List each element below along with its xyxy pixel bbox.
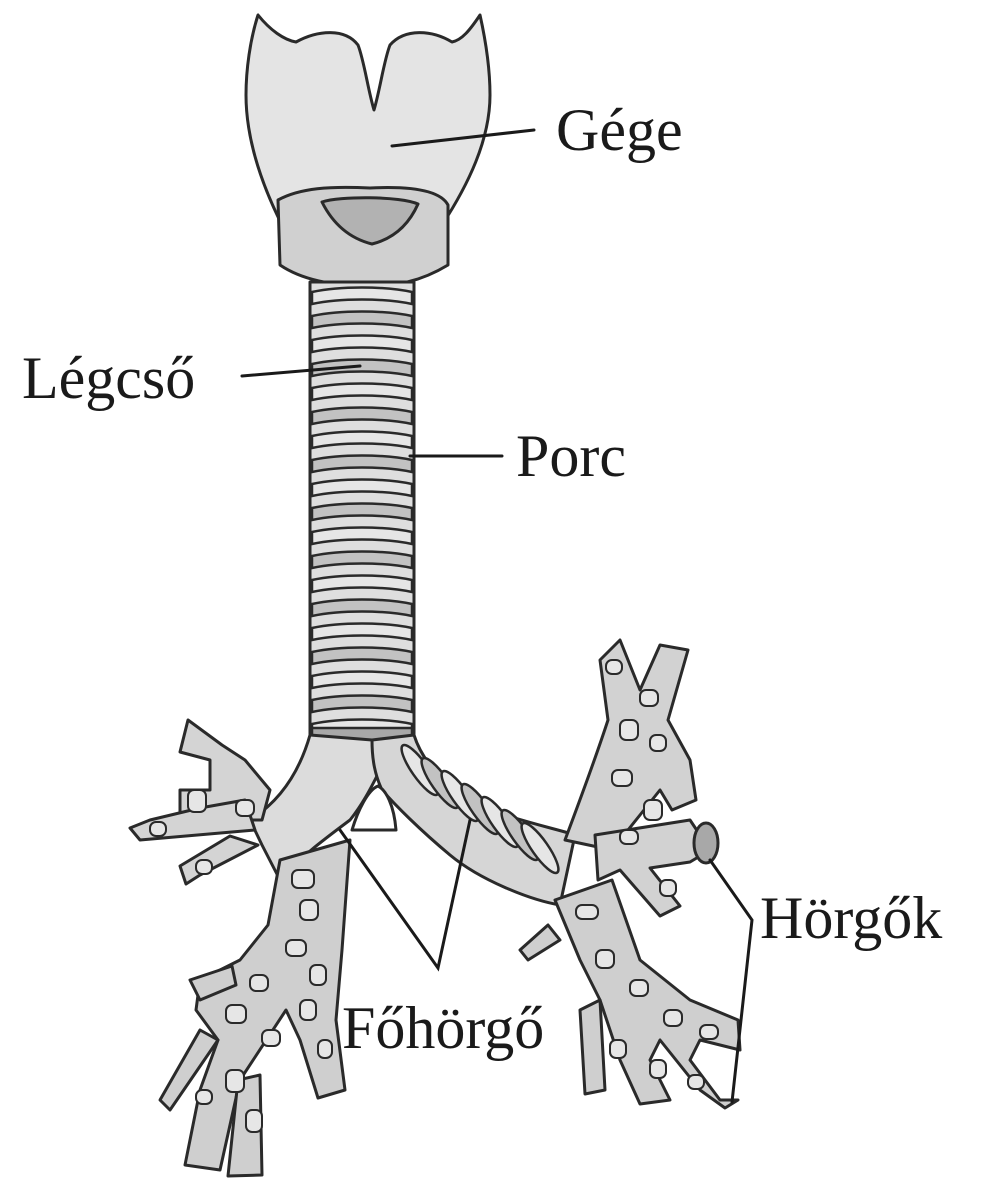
cartilage-plate [300, 1000, 316, 1020]
cartilage-plate [612, 770, 632, 786]
cartilage-plate [246, 1110, 262, 1132]
right-stub-branch [520, 925, 560, 960]
cartilage-plate [576, 905, 598, 919]
larynx [246, 15, 534, 286]
cartilage-plate [310, 965, 326, 985]
cartilage-plate [650, 1060, 666, 1078]
cartilage-plate [262, 1030, 280, 1046]
cartilage-plate [188, 790, 206, 812]
cartilage-plate [650, 735, 666, 751]
cartilage-plate [236, 800, 254, 816]
cartilage-plate [664, 1010, 682, 1026]
cartilage-plate [610, 1040, 626, 1058]
left-lower-trunk [185, 840, 350, 1170]
cartilage-plate [286, 940, 306, 956]
cartilage-plate [620, 830, 638, 844]
label-larynx: Gége [556, 97, 683, 163]
label-cartilage: Porc [516, 423, 626, 489]
cartilage-plate [620, 720, 638, 740]
cartilage-plate [150, 822, 166, 836]
cartilage-plate [660, 880, 676, 896]
label-bronchi: Hörgők [760, 885, 942, 951]
label-trachea: Légcső [22, 345, 195, 411]
cartilage-plate [700, 1025, 718, 1039]
cartilage-plate [226, 1070, 244, 1092]
right-lower-branch-a [580, 1000, 605, 1094]
cartilage-plate [196, 860, 212, 874]
right-upper-trunk [565, 640, 696, 850]
label-main-bronchus: Főhörgő [342, 995, 544, 1061]
bronchi-leader [710, 860, 752, 1102]
cartilage-plate [640, 690, 658, 706]
cartilage-plate [250, 975, 268, 991]
cartilage-plate [606, 660, 622, 674]
cartilage-plate [292, 870, 314, 888]
cartilage-plate [300, 900, 318, 920]
trachea [242, 282, 502, 758]
cartilage-plate [196, 1090, 212, 1104]
cartilage-plate [688, 1075, 704, 1089]
left-upper-branch-c [180, 836, 258, 884]
cartilage-plate [318, 1040, 332, 1058]
cartilage-plate [226, 1005, 246, 1023]
cartilage-plate [596, 950, 614, 968]
cartilage-plate [630, 980, 648, 996]
cartilage-plate [644, 800, 662, 820]
right-bronchus-opening [694, 823, 718, 863]
